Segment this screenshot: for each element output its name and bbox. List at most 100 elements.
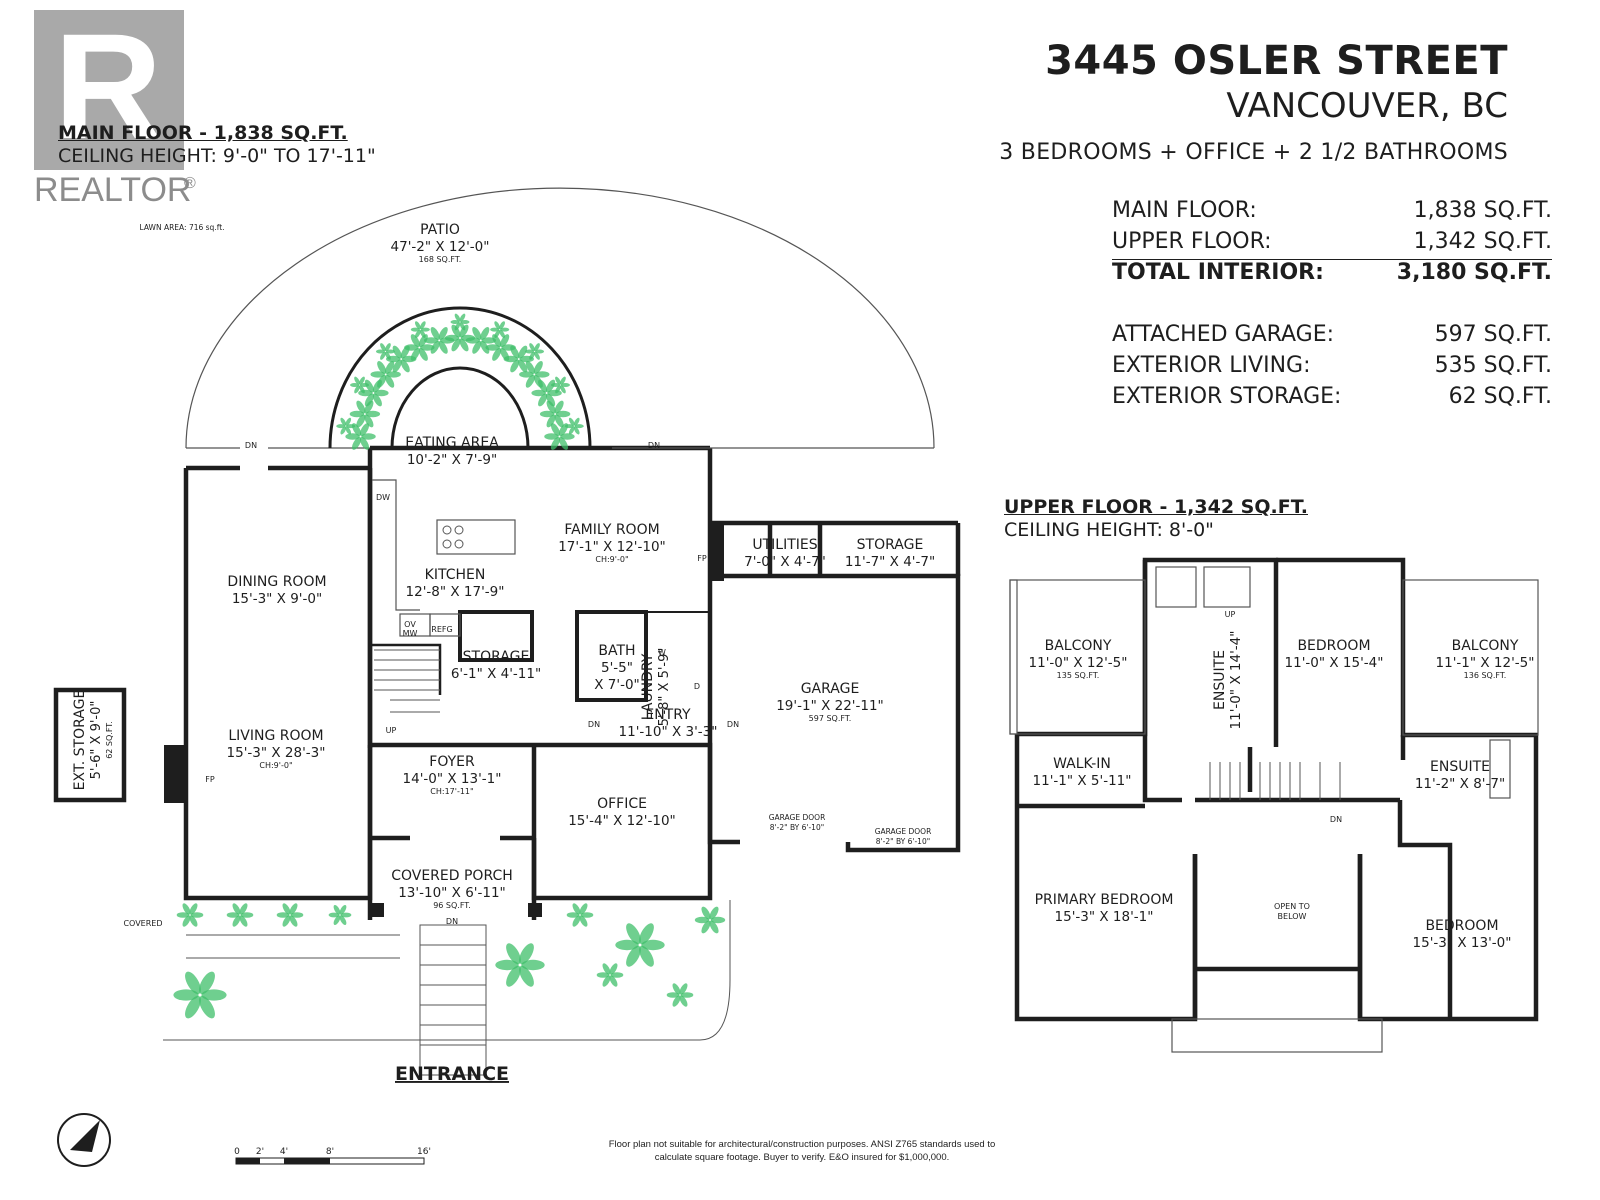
plant-leaf: [525, 374, 535, 388]
room-dimensions: 6'-1" X 4'-11": [451, 666, 541, 682]
plant-leaf: [679, 983, 688, 995]
plant-leaf: [377, 361, 387, 374]
plant-leaf: [555, 376, 561, 385]
plant-leaf: [672, 983, 681, 995]
property-address: 3445 OSLER STREET: [1045, 38, 1508, 84]
plant-leaf: [361, 433, 376, 440]
room-dimensions: 7'-0" X 4'-7": [744, 554, 826, 570]
plant-leaf: [460, 320, 470, 324]
plant-leaf: [410, 348, 420, 361]
plant-leaf: [418, 348, 428, 361]
room-dimensions: 15'-3" X 9'-0": [232, 591, 322, 607]
plan-label: MW: [403, 629, 418, 638]
plant-leaf: [385, 351, 391, 360]
plan-label: W: [658, 648, 666, 657]
scale-tick-label: 8': [326, 1147, 334, 1157]
plant-leaf: [377, 374, 387, 388]
plant-leaf: [380, 351, 386, 360]
plant-leaf: [189, 903, 198, 915]
kitchen-island: [436, 519, 516, 555]
plant-leaf: [182, 915, 191, 927]
room-dimensions: 11'-2" X 8'-7": [1415, 776, 1505, 792]
room-area: 62 SQ.FT.: [105, 721, 114, 759]
room-label: OPEN TO: [1274, 902, 1310, 911]
plan-label: D: [694, 682, 700, 691]
room-label: BALCONY: [1045, 638, 1112, 654]
plant-leaf: [558, 436, 568, 450]
main-stairs: [374, 649, 440, 713]
main-floor-header: MAIN FLOOR - 1,838 SQ.FT.: [58, 122, 348, 144]
plant-leaf: [500, 327, 510, 332]
plant-leaf: [430, 340, 440, 354]
room-label: FOYER: [429, 754, 475, 770]
plant-leaf: [531, 389, 546, 397]
room-area: CH:9'-0": [259, 761, 292, 770]
plant-leaf: [533, 361, 543, 374]
plant-leaf: [568, 417, 575, 426]
plant-leaf: [538, 393, 548, 407]
plant-leaf: [495, 959, 519, 971]
plant-leaf: [276, 912, 290, 918]
plant-leaf: [346, 424, 356, 429]
plant-leaf: [639, 923, 654, 945]
front-garden-plants: [173, 903, 726, 1019]
plant-leaf: [573, 417, 580, 426]
room-area: 96 SQ.FT.: [433, 901, 471, 910]
plant-leaf: [392, 359, 402, 373]
plan-label: DN: [648, 441, 660, 450]
plant-leaf: [385, 349, 395, 354]
room-dimensions: BELOW: [1278, 912, 1307, 921]
plant-leaf: [499, 329, 506, 338]
room-dimensions: 5'-6" X 9'-0": [89, 701, 104, 780]
plant-leaf: [555, 410, 571, 418]
plant-leaf: [340, 426, 347, 435]
plant-leaf: [574, 424, 584, 429]
plant-leaf: [492, 348, 502, 361]
plant-leaf: [568, 426, 575, 435]
plan-label: 8'-2" BY 6'-10": [876, 837, 930, 846]
room-area: 168 SQ.FT.: [419, 255, 462, 264]
plant-leaf: [572, 915, 581, 927]
plant-leaf: [419, 321, 426, 330]
plant-leaf: [454, 322, 461, 331]
room-label: BEDROOM: [1297, 638, 1370, 654]
room-dimensions: X 7'-0": [594, 677, 640, 693]
plant-leaf: [360, 383, 370, 387]
plant-leaf: [350, 383, 360, 387]
plan-label: DN: [727, 720, 739, 729]
plant-leaf: [451, 324, 461, 338]
scale-bar: [235, 1157, 425, 1165]
rooms-summary: 3 BEDROOMS + OFFICE + 2 1/2 BATHROOMS: [999, 140, 1508, 165]
plant-leaf: [555, 385, 561, 394]
plant-leaf: [365, 410, 381, 418]
plant-leaf: [560, 385, 566, 394]
plant-leaf: [239, 903, 248, 915]
plant-leaf: [450, 320, 460, 324]
plant-leaf: [694, 916, 710, 924]
main-floor-ceiling: CEILING HEIGHT: 9'-0" TO 17'-11": [58, 145, 376, 167]
plant-leaf: [451, 338, 461, 352]
plant-leaf: [534, 343, 540, 352]
room-dimensions: 11'-0" X 12'-5": [1029, 655, 1128, 671]
plant-leaf: [615, 939, 639, 951]
room-label: OFFICE: [597, 796, 647, 812]
room-label: KITCHEN: [425, 567, 486, 583]
plant-leaf: [494, 321, 501, 330]
plant-leaf: [360, 436, 370, 450]
plant-leaf: [359, 385, 365, 394]
plant-leaf: [506, 965, 521, 987]
fireplace-icon: [710, 523, 724, 581]
room-label: STORAGE: [857, 537, 924, 553]
plant-leaf: [546, 414, 556, 428]
room-dimensions: 10'-2" X 7'-9": [407, 452, 497, 468]
plan-label: FP: [697, 554, 707, 563]
plan-label: DN: [446, 917, 458, 926]
plant-leaf: [333, 904, 341, 915]
room-dimensions: 15'-3" X 28'-3": [227, 745, 326, 761]
plant-leaf: [472, 340, 482, 354]
plan-label: 8'-2" BY 6'-10": [770, 823, 824, 832]
plant-leaf: [424, 337, 439, 344]
plant-leaf: [414, 329, 421, 338]
plant-leaf: [525, 349, 535, 354]
scale-tick-label: 2': [256, 1147, 264, 1157]
